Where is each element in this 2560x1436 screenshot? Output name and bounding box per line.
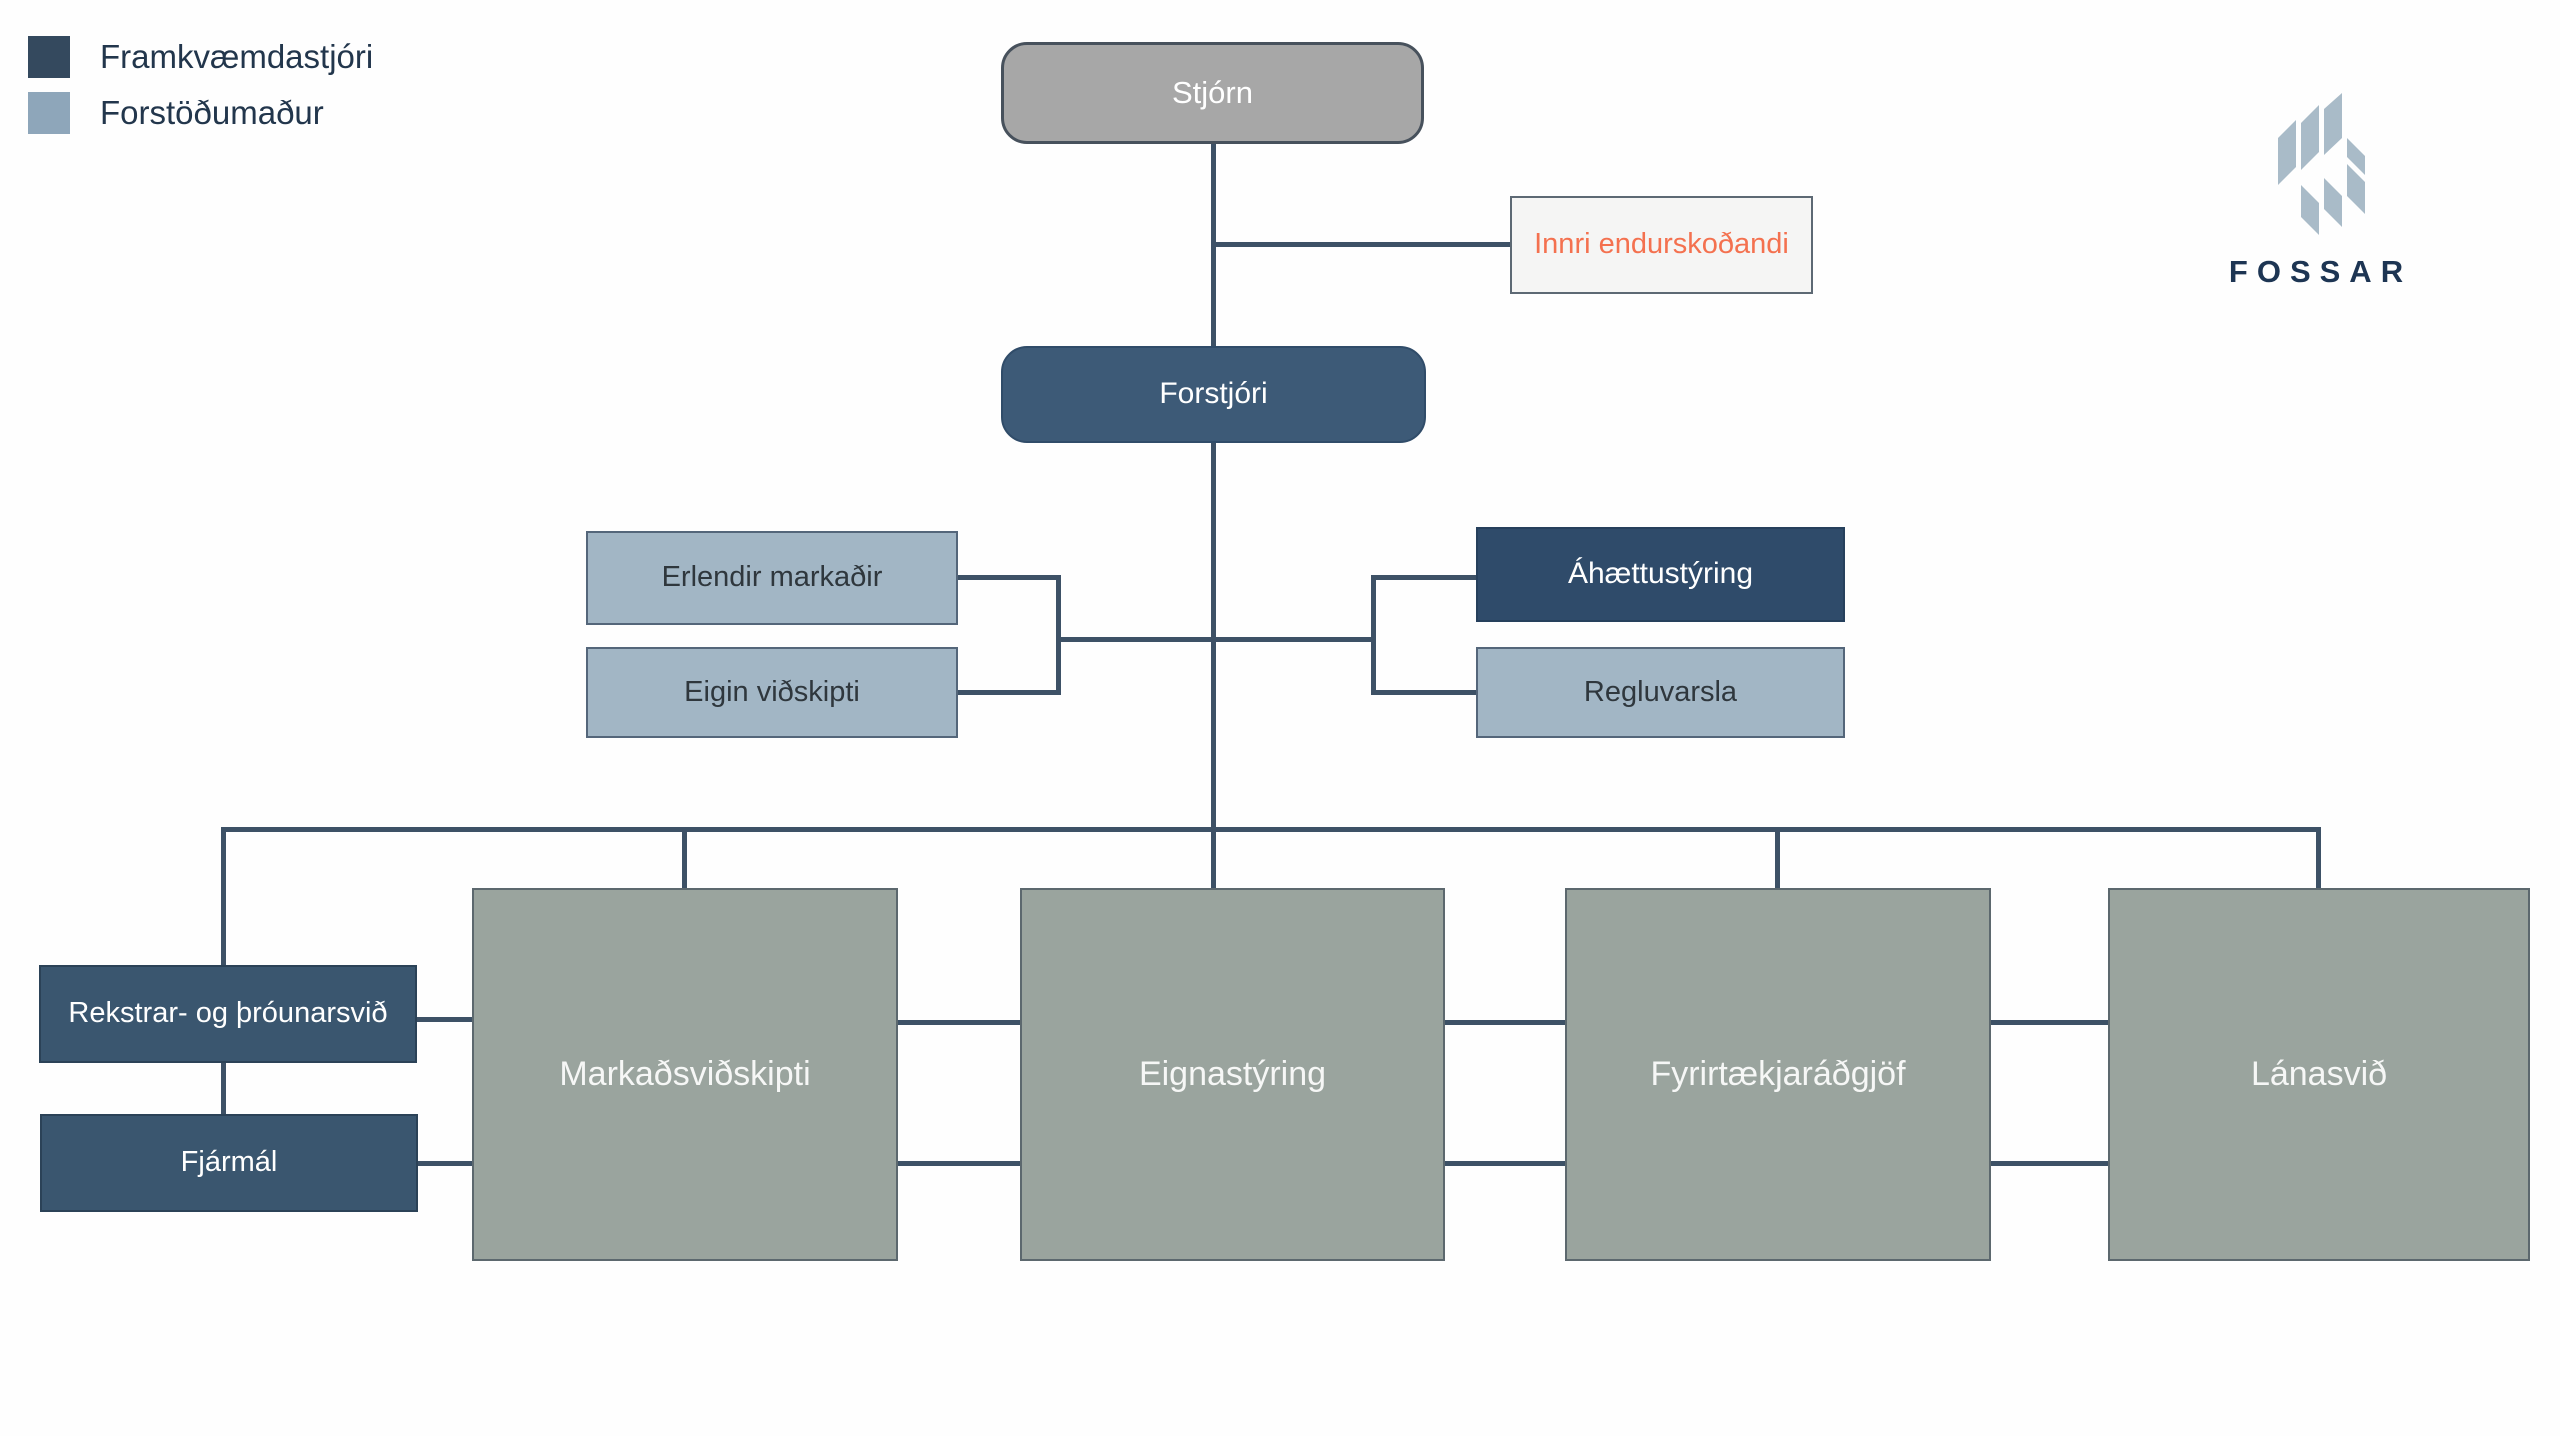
node-label: Fyrirtækjaráðgjöf	[1650, 1054, 1906, 1093]
connector-line	[1056, 637, 1213, 642]
node-label: Fjármál	[180, 1146, 278, 1179]
node-eigin-vidskipti: Eigin viðskipti	[586, 647, 958, 738]
legend-label: Framkvæmdastjóri	[100, 38, 374, 75]
connector-line	[1775, 827, 1780, 890]
node-label: Áhættustýring	[1567, 557, 1754, 591]
connector-line	[1371, 575, 1376, 695]
node-fjarmal: Fjármál	[40, 1114, 418, 1212]
node-regluvarsla: Regluvarsla	[1476, 647, 1845, 738]
node-label: Eignastýring	[1138, 1054, 1327, 1093]
node-innri-endurskodandi: Innri endurskoðandi	[1510, 196, 1813, 294]
connector-line	[682, 827, 687, 890]
legend: Framkvæmdastjóri Forstöðumaður	[28, 36, 373, 148]
fossar-logo-mark-icon	[2278, 93, 2365, 235]
node-label: Eigin viðskipti	[684, 675, 860, 708]
connector-line	[1989, 1161, 2110, 1166]
node-rekstrar-og-throunarsvid: Rekstrar- og þróunarsvið	[39, 965, 417, 1063]
connector-line	[1371, 575, 1478, 580]
connector-line	[1443, 1020, 1567, 1025]
legend-swatch-forstodumadur	[28, 92, 70, 134]
connector-line	[221, 827, 2321, 832]
node-label: Rekstrar- og þróunarsvið	[68, 997, 388, 1030]
fossar-logo: FOSSAR	[2229, 93, 2403, 290]
node-stjorn: Stjórn	[1001, 42, 1424, 144]
node-label: Markaðsviðskipti	[559, 1054, 811, 1093]
connector-line	[956, 575, 1060, 580]
node-fyrirtaekjaradgjof: Fyrirtækjaráðgjöf	[1565, 888, 1991, 1261]
legend-swatch-framkvaemdastjori	[28, 36, 70, 78]
connector-line	[1211, 441, 1216, 890]
node-erlendir-markadir: Erlendir markaðir	[586, 531, 958, 625]
connector-line	[1371, 690, 1478, 695]
legend-label: Forstöðumaður	[100, 94, 324, 131]
connector-line	[1213, 242, 1512, 247]
connector-line	[416, 1161, 475, 1166]
connector-line	[956, 690, 1060, 695]
node-label: Regluvarsla	[1583, 675, 1738, 708]
connector-line	[896, 1020, 1022, 1025]
connector-line	[1989, 1020, 2110, 1025]
node-lanasvid: Lánasvið	[2108, 888, 2530, 1261]
node-label: Innri endurskoðandi	[1534, 228, 1789, 261]
node-label: Forstjóri	[1159, 377, 1268, 411]
node-ahaettustyring: Áhættustýring	[1476, 527, 1845, 622]
legend-item: Forstöðumaður	[28, 92, 373, 134]
node-label: Erlendir markaðir	[661, 561, 883, 594]
connector-line	[415, 1017, 475, 1022]
node-forstjori: Forstjóri	[1001, 346, 1426, 443]
node-eignastyring: Eignastýring	[1020, 888, 1445, 1261]
connector-line	[896, 1161, 1022, 1166]
legend-item: Framkvæmdastjóri	[28, 36, 373, 78]
connector-line	[1213, 637, 1376, 642]
node-label: Lánasvið	[2250, 1054, 2388, 1093]
connector-line	[221, 827, 226, 968]
connector-line	[1056, 575, 1061, 695]
node-label: Stjórn	[1172, 75, 1253, 111]
fossar-logo-text: FOSSAR	[2228, 254, 2413, 289]
connector-line	[1443, 1161, 1567, 1166]
connector-line	[2316, 827, 2321, 890]
connector-line	[221, 1062, 226, 1116]
node-markadsvidskipti: Markaðsviðskipti	[472, 888, 898, 1261]
